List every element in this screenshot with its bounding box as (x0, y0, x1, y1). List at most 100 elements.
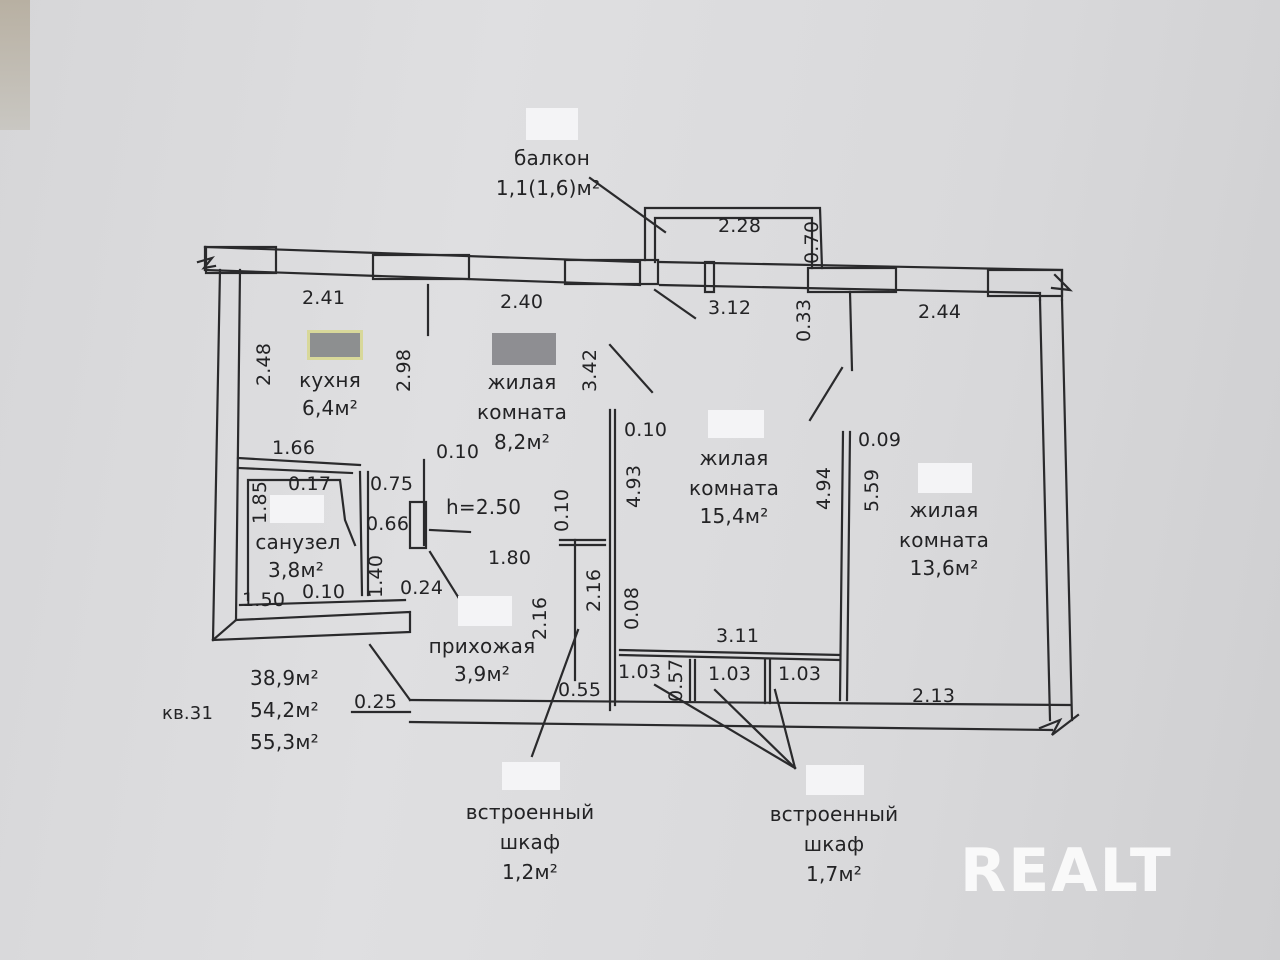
dim-4-94: 4.94 (813, 466, 835, 510)
dim-1-80: 1.80 (488, 547, 532, 569)
hall-partition-2 (558, 538, 607, 547)
closet1-name1: встроенный (465, 800, 595, 824)
living1-area: 8,2м² (494, 430, 550, 454)
redaction-living2 (708, 410, 764, 438)
dim-1-85: 1.85 (249, 480, 271, 524)
leader-closet1 (530, 628, 580, 758)
living1-name2: комната (476, 400, 568, 424)
dim-1-03-a: 1.03 (618, 661, 662, 683)
apartment-area-3: 55,3м² (250, 730, 319, 754)
balcony-outline (643, 206, 824, 270)
bottom-wall (211, 610, 1072, 732)
leader-closet2-b (713, 688, 797, 770)
living3-area: 13,6м² (909, 556, 979, 580)
redaction-bathroom (270, 495, 324, 523)
bathroom-area: 3,8м² (268, 558, 324, 582)
dim-0-55: 0.55 (558, 679, 602, 701)
bathroom-name: санузел (255, 530, 341, 554)
leader-apartment (368, 643, 412, 702)
dim-2-98: 2.98 (393, 348, 415, 392)
redaction-living1 (492, 333, 556, 365)
balcony-door-post (703, 260, 716, 294)
living2-area: 15,4м² (699, 504, 769, 528)
dim-2-28: 2.28 (718, 215, 762, 237)
closet1-name2: шкаф (499, 830, 561, 854)
leader-024 (428, 550, 462, 602)
living2-name2: комната (688, 476, 780, 500)
dim-5-59: 5.59 (861, 468, 883, 512)
hall-name: прихожая (428, 634, 536, 658)
redaction-kitchen (307, 330, 363, 360)
living3-name2: комната (898, 528, 990, 552)
window-3 (806, 266, 898, 294)
living1-name1: жилая (487, 370, 557, 394)
shaft (408, 500, 428, 550)
realt-watermark: REALT (960, 836, 1173, 906)
right-wall (1038, 298, 1074, 722)
dim-0-10-d: 0.10 (302, 581, 346, 603)
balcony-area: 1,1(1,6)м² (495, 176, 601, 200)
break-mark-right (1038, 713, 1080, 736)
dim-2-16-a: 2.16 (529, 596, 551, 640)
dim-1-50: 1.50 (242, 589, 286, 611)
closet2-area: 1,7м² (806, 862, 862, 886)
dim-1-40: 1.40 (365, 554, 387, 598)
ceiling-height: h=2.50 (446, 495, 522, 519)
dim-2-40: 2.40 (500, 291, 544, 313)
leader-balcony (588, 176, 667, 234)
dim-0-57: 0.57 (665, 658, 687, 702)
dim-0-70: 0.70 (801, 220, 823, 264)
kitchen-name: кухня (299, 368, 361, 392)
closet1-area: 1,2м² (502, 860, 558, 884)
living3-name1: жилая (909, 498, 979, 522)
living2-name1: жилая (699, 446, 769, 470)
leader-312 (653, 288, 697, 320)
redaction-living3 (918, 463, 972, 493)
dim-3-11: 3.11 (716, 625, 760, 647)
kitchen-area: 6,4м² (302, 396, 358, 420)
living-partition-2 (838, 430, 852, 702)
bath-bottom (238, 598, 407, 607)
dim-0-66: 0.66 (366, 513, 410, 535)
bath-wall-top (236, 456, 362, 475)
dim-0-08: 0.08 (621, 586, 643, 630)
dim-1-03-c: 1.03 (778, 663, 822, 685)
dim-0-33: 0.33 (793, 298, 815, 342)
dim-0-10-a: 0.10 (436, 441, 480, 463)
leader-closet2-c (773, 688, 797, 770)
dim-2-48: 2.48 (253, 342, 275, 386)
dim-0-10-b: 0.10 (624, 419, 668, 441)
balcony-name: балкон (514, 146, 590, 170)
redaction-closet2 (806, 765, 864, 795)
dim-0-10-c: 0.10 (551, 488, 573, 532)
hall-partition (422, 458, 472, 547)
redaction-balcony (526, 108, 578, 140)
leader-door-2 (808, 366, 844, 422)
balcony-partition (848, 290, 854, 372)
closet2-name2: шкаф (803, 832, 865, 856)
dim-0-25: 0.25 (354, 691, 398, 713)
closet-divider-2 (763, 658, 772, 705)
dim-0-24: 0.24 (400, 577, 444, 599)
left-wall (203, 245, 242, 642)
leader-closet2-a (653, 683, 797, 770)
dim-0-75: 0.75 (370, 473, 414, 495)
dim-2-16-b: 2.16 (583, 568, 605, 612)
break-mark-top-right (1050, 273, 1073, 292)
redaction-closet1 (502, 762, 560, 790)
dim-0-09: 0.09 (858, 429, 902, 451)
dim-0-17: 0.17 (288, 473, 332, 495)
dim-4-93: 4.93 (623, 464, 645, 508)
apartment-area-1: 38,9м² (250, 666, 319, 690)
closet-divider-1 (688, 658, 697, 702)
window-1 (371, 253, 471, 281)
dim-2-13: 2.13 (912, 685, 956, 707)
living-partition-1 (608, 408, 617, 712)
apartment-number: кв.31 (162, 703, 214, 724)
leader-door-1 (608, 343, 654, 394)
bath-inner (246, 478, 357, 602)
window-2 (563, 258, 660, 286)
apartment-area-2: 54,2м² (250, 698, 319, 722)
redaction-hall (458, 596, 512, 626)
